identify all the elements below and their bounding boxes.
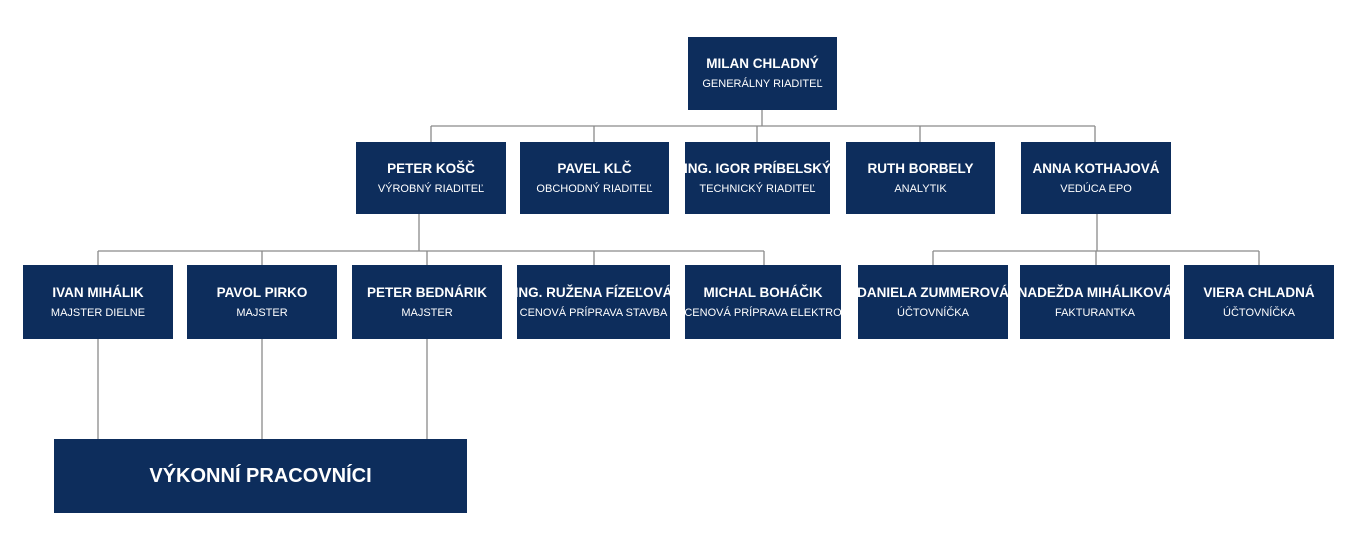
node-head-epo: ANNA KOTHAJOVÁ VEDÚCA EPO [1021,142,1171,214]
node-staff: PAVOL PIRKO MAJSTER [187,265,337,339]
node-name: PETER KOŠČ [387,160,475,176]
node-role: MAJSTER [401,306,453,319]
node-role: FAKTURANTKA [1054,306,1136,319]
node-analyst: RUTH BORBELY ANALYTIK [846,142,995,214]
node-name: MILAN CHLADNÝ [706,56,819,71]
node-name: PAVOL PIRKO [216,284,308,300]
node-staff: IVAN MIHÁLIK MAJSTER DIELNE [23,265,173,339]
node-role: ANALYTIK [894,182,947,195]
node-role: MAJSTER [236,306,288,319]
node-role: VEDÚCA EPO [1060,182,1132,195]
node-name: NADEŽDA MIHÁLIKOVÁ [1017,284,1173,300]
node-ceo: MILAN CHLADNÝ GENERÁLNY RIADITEĽ [688,37,837,110]
node-workers: VÝKONNÍ PRACOVNÍCI [54,439,467,513]
node-staff: NADEŽDA MIHÁLIKOVÁ FAKTURANTKA [1017,265,1173,339]
node-role: ÚČTOVNÍČKA [1223,306,1295,319]
node-name: VÝKONNÍ PRACOVNÍCI [149,465,372,487]
node-role: CENOVÁ PRÍPRAVA ELEKTRO [684,306,842,319]
node-name: ANNA KOTHAJOVÁ [1032,160,1160,176]
node-staff: PETER BEDNÁRIK MAJSTER [352,265,502,339]
node-director-technical: ING. IGOR PRÍBELSKÝ TECHNICKÝ RIADITEĽ [683,142,832,214]
node-staff: ING. RUŽENA FÍZEĽOVÁ CENOVÁ PRÍPRAVA STA… [514,265,673,339]
node-name: RUTH BORBELY [867,160,974,176]
node-role: MAJSTER DIELNE [50,306,146,319]
node-role: GENERÁLNY RIADITEĽ [702,78,823,90]
node-staff: DANIELA ZUMMEROVÁ ÚČTOVNÍČKA [857,265,1009,339]
node-name: IVAN MIHÁLIK [52,284,144,300]
node-role: ÚČTOVNÍČKA [897,306,969,319]
node-role: VÝROBNÝ RIADITEĽ [377,182,485,195]
node-name: MICHAL BOHÁČIK [703,284,823,300]
node-role: TECHNICKÝ RIADITEĽ [699,182,816,195]
node-name: VIERA CHLADNÁ [1203,284,1315,300]
node-staff: VIERA CHLADNÁ ÚČTOVNÍČKA [1184,265,1334,339]
node-role: OBCHODNÝ RIADITEĽ [536,182,653,195]
node-name: PAVEL KLČ [557,160,632,176]
node-director-sales: PAVEL KLČ OBCHODNÝ RIADITEĽ [520,142,669,214]
node-staff: MICHAL BOHÁČIK CENOVÁ PRÍPRAVA ELEKTRO [684,265,842,339]
node-name: PETER BEDNÁRIK [366,284,487,300]
node-name: ING. RUŽENA FÍZEĽOVÁ [514,284,673,300]
node-role: CENOVÁ PRÍPRAVA STAVBA [519,306,668,319]
node-name: ING. IGOR PRÍBELSKÝ [683,160,832,176]
node-director-production: PETER KOŠČ VÝROBNÝ RIADITEĽ [356,142,506,214]
node-name: DANIELA ZUMMEROVÁ [857,284,1009,300]
